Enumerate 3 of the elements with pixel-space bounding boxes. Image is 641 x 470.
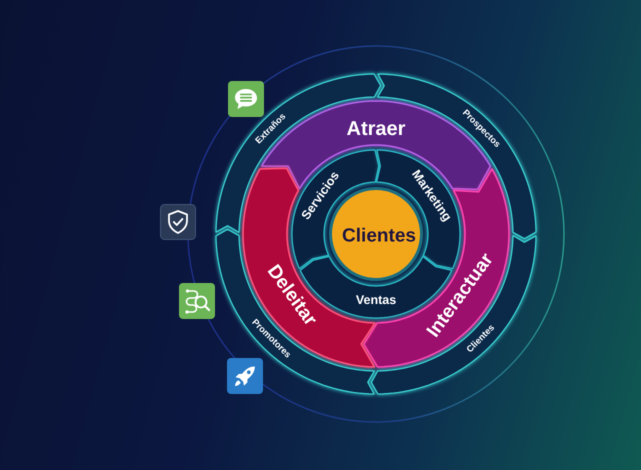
ring-label: Ventas [356, 294, 396, 308]
stage-label: Atraer [346, 118, 406, 140]
center-label: Clientes [342, 226, 416, 248]
